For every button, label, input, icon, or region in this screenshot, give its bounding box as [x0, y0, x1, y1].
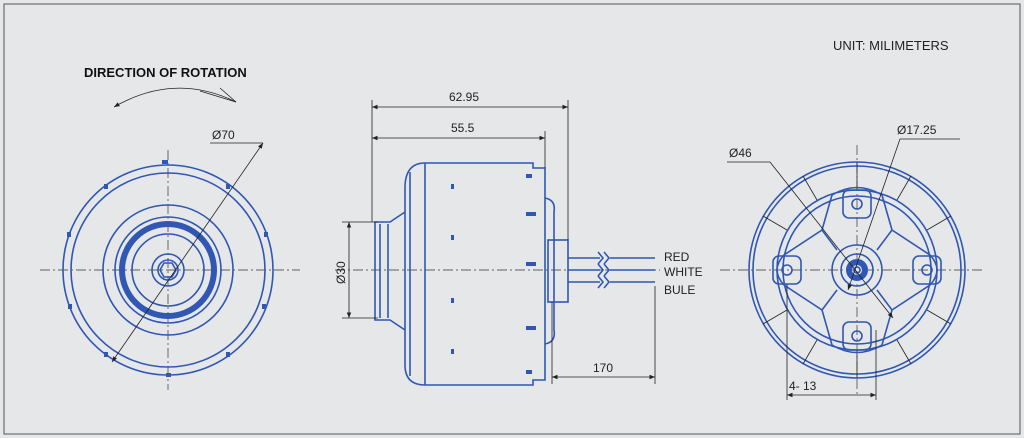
dia17-25-dimension — [847, 138, 901, 291]
dia70-label: Ø70 — [212, 128, 235, 142]
dia17-25-label: Ø17.25 — [897, 123, 937, 137]
side-view: RED WHITE BULE 62.95 55.5 Ø30 170 — [334, 90, 703, 386]
wire-white-label: WHITE — [664, 265, 703, 279]
holes-label: 4- 13 — [789, 379, 817, 393]
brush-holder-plate — [776, 186, 938, 354]
rear-bearing — [846, 259, 868, 281]
dim-55-5-label: 55.5 — [451, 121, 475, 135]
dim-62-95-label: 62.95 — [449, 90, 479, 104]
lead-wires — [568, 251, 655, 289]
rear-view: Ø46 Ø17.25 4- 13 — [720, 123, 985, 400]
dia30-label: Ø30 — [334, 261, 348, 284]
motor-body — [404, 162, 546, 386]
mount-lugs — [772, 189, 942, 351]
front-view: DIRECTION OF ROTATION Ø70 — [40, 65, 300, 390]
wire-red-label: RED — [664, 250, 690, 264]
dim-170-label: 170 — [593, 361, 613, 375]
terminal-block — [547, 239, 569, 303]
wire-blue-label: BULE — [664, 283, 695, 297]
dia70-dimension — [111, 142, 264, 363]
dia46-dimension — [769, 161, 894, 319]
rotation-arrow — [113, 87, 237, 108]
unit-label: UNIT: MILIMETERS — [833, 38, 949, 53]
drawing-frame — [3, 3, 1021, 435]
direction-of-rotation-label: DIRECTION OF ROTATION — [84, 65, 247, 80]
dia46-label: Ø46 — [729, 146, 752, 160]
